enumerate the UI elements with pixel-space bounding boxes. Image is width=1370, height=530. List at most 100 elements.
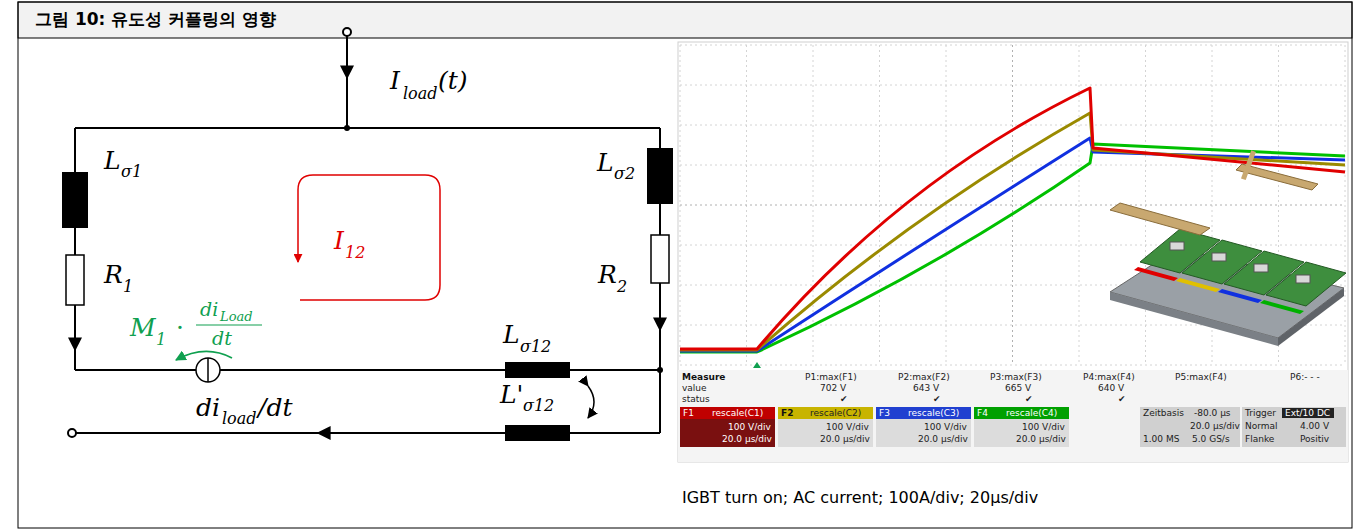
measure-value: 665 V [1005, 384, 1031, 393]
source-label: di [196, 395, 220, 420]
channel-name: F4 [977, 409, 988, 418]
figure-title: 그림 10: 유도성 커플링의 영향 [35, 11, 276, 28]
status-check: ✔ [840, 395, 848, 404]
resistor-label: R [598, 262, 617, 287]
measure-param: P1:max(F1) [805, 373, 857, 382]
channel-function: rescale(C1) [712, 409, 763, 418]
loop-current-arrow [298, 175, 440, 300]
measure-row: value [682, 384, 707, 393]
trigger-mode: Normal [1245, 422, 1278, 431]
module-illustration [1110, 150, 1346, 346]
subscript: σ2 [614, 166, 635, 182]
measure-value: 643 V [913, 384, 939, 393]
status-check: ✔ [1025, 395, 1033, 404]
measure-param: P6:- - - [1290, 373, 1320, 382]
inductor-symbol [62, 172, 88, 228]
measure-param: P4:max(F4) [1083, 373, 1135, 382]
subscript: load [403, 86, 438, 102]
fraction-bar [196, 324, 262, 325]
measure-row: status [682, 395, 710, 404]
measure-value: 640 V [1098, 384, 1124, 393]
scope-grid [680, 45, 1345, 365]
connector-part [1254, 264, 1268, 272]
trigger-slope: Flanke [1245, 435, 1274, 444]
current-symbol: I [390, 68, 400, 93]
subscript: 1 [123, 279, 133, 295]
channel-name: F2 [781, 409, 793, 418]
current-arrows [75, 66, 660, 433]
status-check: ✔ [1118, 395, 1126, 404]
grid-line [680, 205, 1345, 206]
timebase-value: 20.0 µs/div [1190, 422, 1240, 431]
inductor-label: L' [500, 382, 523, 407]
title-bar [18, 2, 1352, 38]
schematic-wires [68, 28, 660, 437]
channel-function: rescale(C2) [810, 409, 861, 418]
channel-function: rescale(C4) [1006, 409, 1057, 418]
color-stripe [1134, 267, 1178, 281]
inductor-symbol [505, 425, 570, 441]
grid-line [680, 125, 1345, 126]
subscript: σ12 [520, 339, 551, 355]
grid-line [680, 365, 1345, 366]
operator: · [176, 315, 184, 340]
channel-scale: 100 V/div [924, 423, 967, 432]
coupling-label: M [130, 315, 156, 340]
channel-timebase: 20.0 µs/div [1016, 435, 1066, 444]
measure-value: 702 V [820, 384, 846, 393]
color-stripe [1260, 300, 1304, 314]
driver-board [1266, 262, 1346, 306]
channel-timebase: 20.0 µs/div [820, 435, 870, 444]
measure-header: Measure [682, 373, 725, 382]
inductor-label: L [503, 322, 520, 347]
fraction-numerator: di [200, 300, 218, 319]
channel-scale: 100 V/div [826, 423, 869, 432]
channel-scale: 100 V/div [728, 423, 771, 432]
channel-timebase: 20.0 µs/div [918, 435, 968, 444]
junction-dot [344, 125, 350, 131]
channel-boxes [680, 407, 1346, 447]
trigger-marker [753, 362, 761, 368]
subscript: σ1 [121, 164, 142, 180]
timebase-value: 1.00 MS [1143, 435, 1179, 444]
scope-panel [678, 370, 1348, 462]
measure-param: P2:max(F2) [898, 373, 950, 382]
figure-frame [18, 2, 1352, 528]
scope-traces [680, 88, 1345, 352]
channel-scale: 100 V/div [1022, 423, 1065, 432]
status-check: ✔ [933, 395, 941, 404]
trigger-source: Ext/10 DC [1285, 409, 1330, 418]
timebase-value: -80.0 µs [1194, 409, 1231, 418]
color-stripe [1218, 289, 1262, 303]
junction-dot [657, 367, 663, 373]
source-symbol [207, 358, 209, 382]
source-label: /dt [258, 395, 292, 420]
channel-name: F3 [879, 409, 890, 418]
figure-caption: IGBT turn on; AC current; 100A/div; 20μs… [682, 490, 1038, 506]
inductor-symbol [647, 148, 673, 204]
trigger-level: 4.00 V [1300, 422, 1329, 431]
trigger-label: Trigger [1245, 409, 1276, 418]
induced-voltage-arrow [176, 351, 232, 360]
connector-part [1296, 275, 1310, 283]
channel-timebase: 20.0 µs/div [722, 435, 772, 444]
channel-function: rescale(C3) [908, 409, 959, 418]
inductor-label: L [597, 150, 614, 175]
scope-screen [678, 42, 1348, 462]
current-symbol: (t) [438, 68, 468, 93]
grid-line [680, 245, 1345, 246]
connector-part [1170, 242, 1184, 250]
grid-line [813, 45, 814, 365]
grid-line [1012, 45, 1013, 365]
grid-line [879, 45, 880, 365]
grid-line [680, 85, 1345, 86]
resistor-label: R [104, 262, 123, 287]
inductor-symbol [505, 362, 570, 378]
subscript: load [222, 411, 257, 427]
subscript: 1 [156, 332, 166, 348]
measure-param: P3:max(F3) [990, 373, 1042, 382]
color-stripe [1176, 278, 1220, 292]
channel-name: F1 [683, 409, 694, 418]
timebase-label: Zeitbasis [1143, 409, 1184, 418]
